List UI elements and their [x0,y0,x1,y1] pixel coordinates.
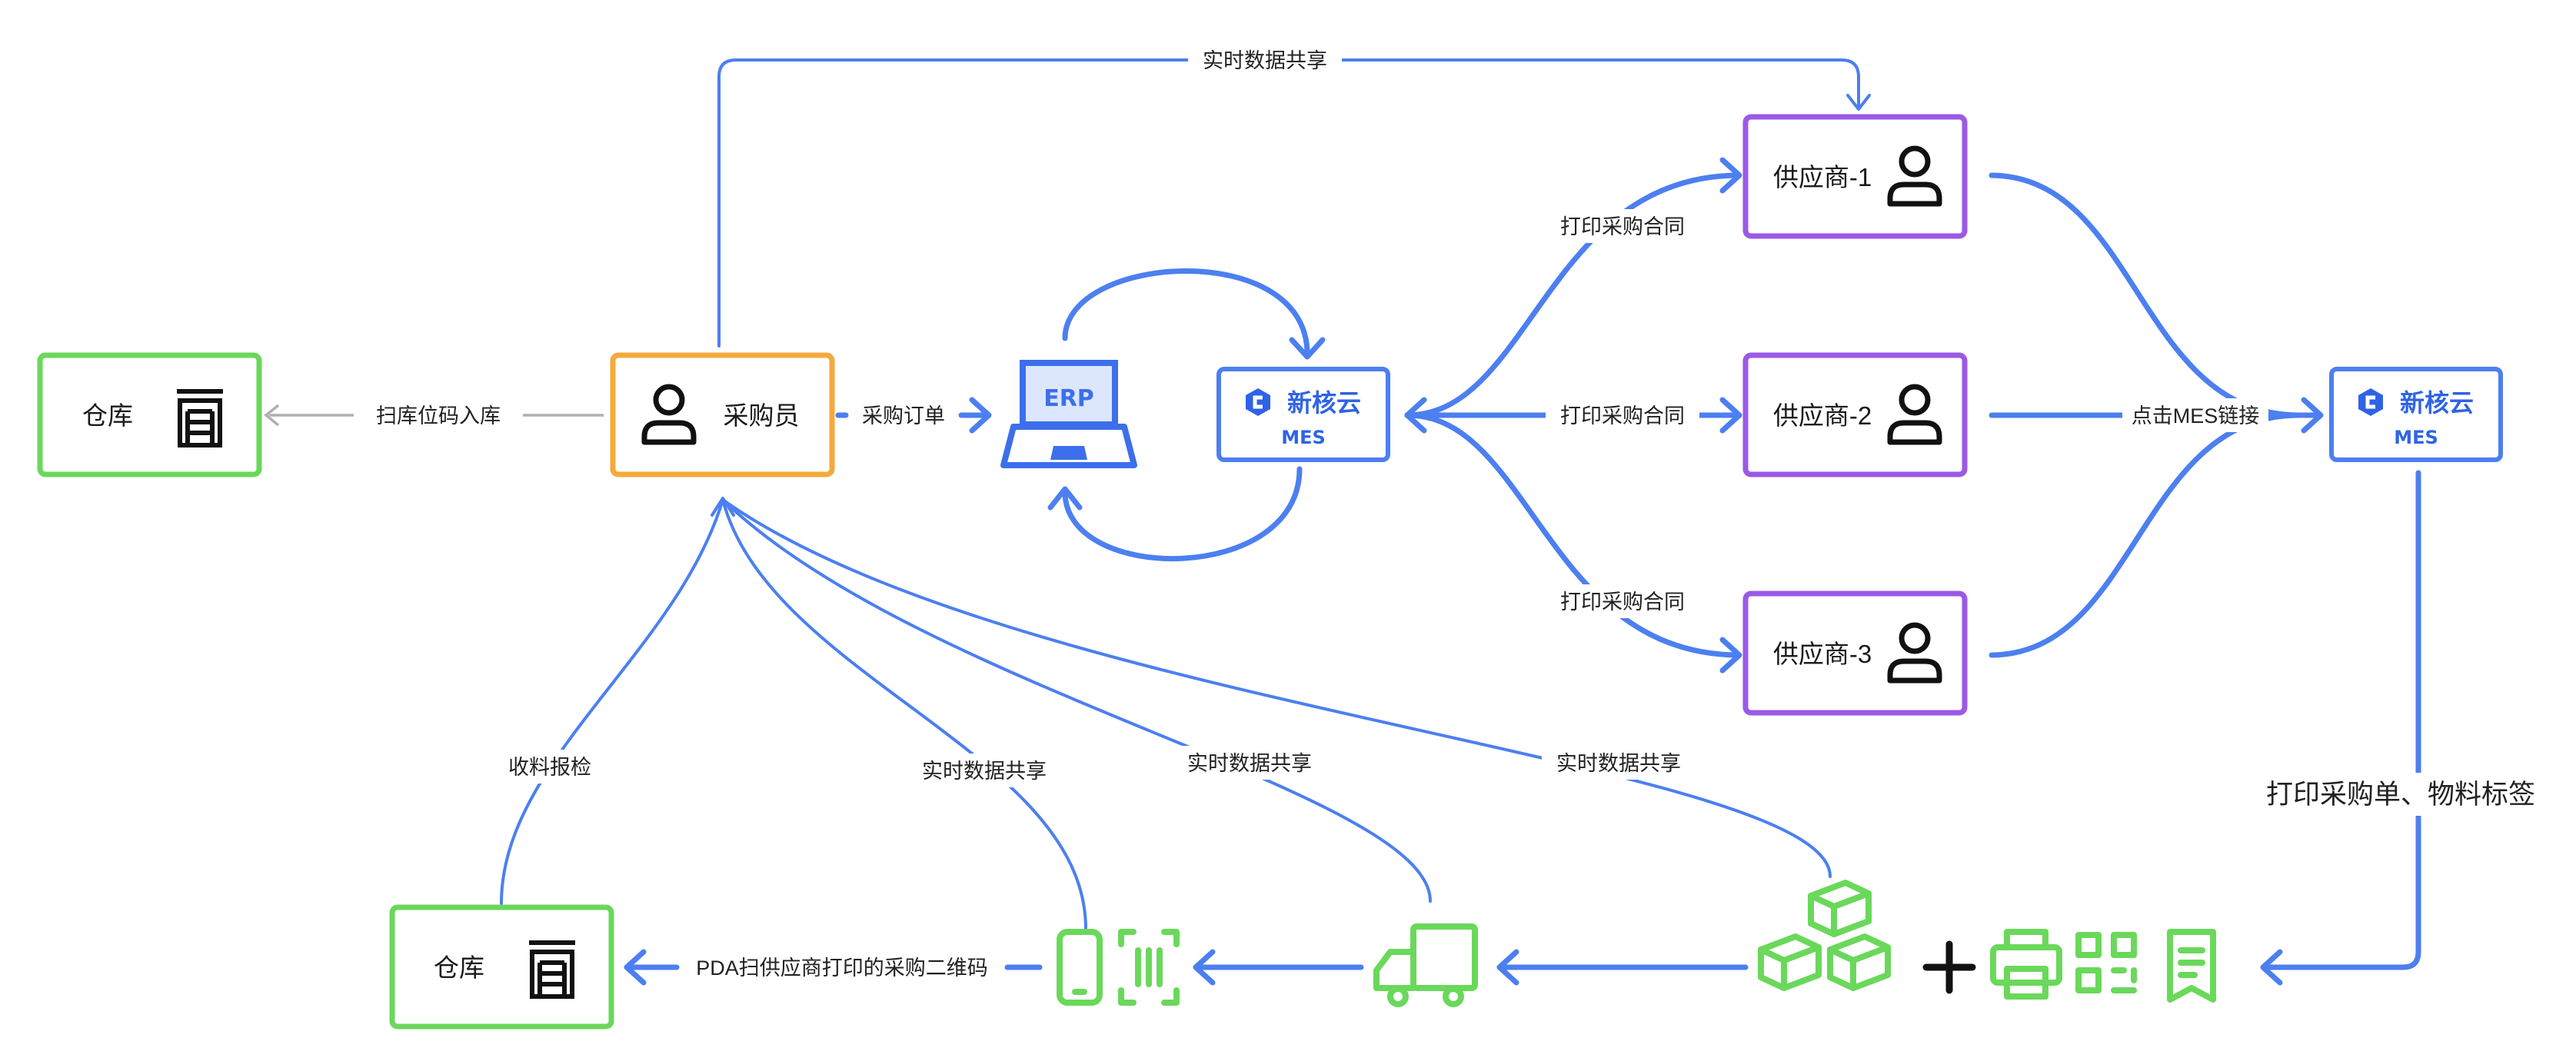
mes-left-sub: MES [1281,427,1326,448]
warehouse-bottom-label: 仓库 [434,953,484,982]
label-purchase-order: 采购订单 [862,404,945,428]
edge-share-truck [721,498,1432,903]
node-mes-left: 新核云 MES [1216,367,1390,462]
edge-scan-in-arrowhead [264,404,280,427]
label-top-share: 实时数据共享 [1203,49,1327,72]
buyer-label: 采购员 [724,401,800,430]
erp-label: ERP [1043,385,1094,412]
edge-labels: 实时数据共享 扫库位码入库 采购订单 打印采购合同 打印采购合同 打印采购合同 … [354,43,2545,980]
printer-icon [1990,929,2062,1000]
label-click-mes: 点击MES链接 [2132,404,2260,428]
edge-contract-3 [1404,412,1741,658]
edge-contract-2-arrowhead [1719,397,1742,434]
truck-icon [1373,923,1478,1007]
edge-purchase-order-arrowhead [969,397,992,434]
edge-to-buyer-arrowhead [711,497,735,517]
edge-print-labels-arrowhead [2260,949,2283,986]
receipt-icon [2167,929,2216,1003]
edge-boxes-to-truck-arrowhead [1496,949,1519,986]
edge-supplier3-to-mes [1989,412,2302,658]
edge-erp-loop-top [1062,268,1310,357]
warehouse-shelf-icon [177,389,223,447]
label-contract-3: 打印采购合同 [1560,591,1685,614]
xinheyun-logo-icon [2358,388,2383,416]
label-pda-scan: PDA扫供应商打印的采购二维码 [696,957,988,980]
person-icon [641,384,697,445]
label-share-pda: 实时数据共享 [922,760,1047,783]
node-warehouse-top: 仓库 [37,352,262,477]
plus-icon [1922,940,1976,994]
warehouse-shelf-icon [529,940,575,999]
label-share-boxes: 实时数据共享 [1556,752,1681,775]
person-icon [1887,145,1942,207]
person-icon [1887,384,1942,445]
qr-code-icon [2075,932,2137,993]
xinheyun-logo-icon [1246,388,1270,416]
node-warehouse-bottom: 仓库 [389,904,614,1030]
mes-left-brand: 新核云 [1287,388,1361,418]
edge-share-boxes [721,498,1832,878]
edge-top-share-arrowhead [1846,94,1871,111]
label-share-truck: 实时数据共享 [1187,752,1312,775]
edge-print-labels [2261,470,2421,970]
edge-erp-loop-bottom [1062,466,1303,561]
edge-receive-inspect [500,498,724,905]
node-erp: ERP [1000,360,1137,468]
node-supplier-3: 供应商-3 [1742,591,1968,716]
edge-contract-1-arrowhead [1719,157,1742,194]
mes-right-sub: MES [2394,427,2438,448]
edge-erp-loop-top-arrowhead [1289,337,1326,360]
edge-click-mes-arrowhead [2301,397,2324,434]
phone-icon [1057,929,1103,1006]
supplier-1-label: 供应商-1 [1773,163,1872,191]
label-scan-in: 扫库位码入库 [376,404,501,428]
edge-erp-loop-bottom-arrowhead [1047,486,1083,511]
label-contract-2: 打印采购合同 [1560,404,1685,428]
supplier-2-label: 供应商-2 [1773,401,1872,430]
edge-contract-3-arrowhead [1719,637,1742,674]
boxes-icon [1758,880,1891,991]
label-receive-inspect: 收料报检 [508,756,591,779]
node-mes-right: 新核云 MES [2329,367,2503,462]
mes-right-brand: 新核云 [2400,388,2474,418]
edge-contract-1 [1404,172,1741,418]
supplier-3-label: 供应商-3 [1773,640,1872,668]
node-supplier-1: 供应商-1 [1742,114,1968,239]
warehouse-top-label: 仓库 [82,401,133,430]
label-print-labels: 打印采购单、物料标签 [2266,780,2535,810]
label-contract-1: 打印采购合同 [1560,215,1685,238]
laptop-icon [1000,360,1137,468]
mes-left-input-arrowhead [1404,397,1427,434]
node-supplier-2: 供应商-2 [1742,352,1968,477]
edge-truck-to-pda-arrowhead [1193,949,1216,986]
person-icon [1887,622,1942,684]
barcode-scan-icon [1118,929,1180,1006]
edge-supplier1-to-mes [1989,172,2302,418]
edge-pda-scan-arrowhead [624,949,647,986]
node-buyer: 采购员 [610,352,835,477]
edge-share-pda [721,498,1087,930]
